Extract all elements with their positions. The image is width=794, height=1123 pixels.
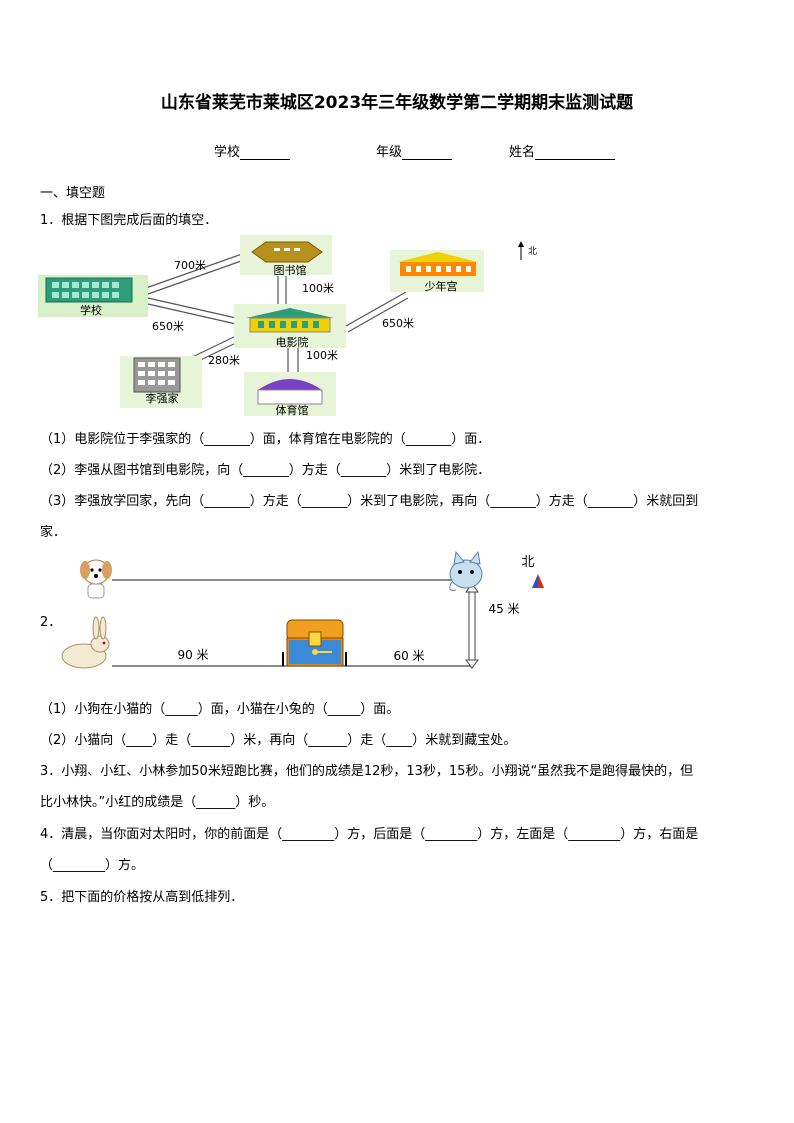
school-label: 学校 bbox=[214, 145, 241, 160]
dist-box-corner: 60 米 bbox=[393, 649, 424, 663]
dist-cinema-youth: 650米 bbox=[382, 317, 414, 330]
grade-label: 年级 bbox=[376, 145, 403, 160]
q1-sub3-line1: （3）李强放学回家，先向（_______）方走（_______）米到了电影院，再… bbox=[40, 494, 699, 509]
dist-lijia-cinema: 280米 bbox=[208, 354, 240, 367]
q2-diagram: 北 90 米 60 米 45 米 bbox=[61, 550, 544, 669]
section-heading: 一、填空题 bbox=[40, 186, 106, 201]
school-label: 学校 bbox=[80, 303, 102, 317]
dist-cinema-gym: 100米 bbox=[306, 349, 338, 362]
gym-label: 体育馆 bbox=[276, 403, 309, 417]
q4-line2: （________）方。 bbox=[40, 858, 145, 873]
map-north-label: 北 bbox=[528, 246, 537, 257]
grade-blank[interactable] bbox=[402, 147, 453, 160]
q4-line1: 4．清晨，当你面对太阳时，你的前面是（________）方，后面是（______… bbox=[40, 827, 699, 842]
treasure-chest-icon bbox=[286, 619, 344, 667]
cat-icon bbox=[449, 550, 483, 591]
dist-cat-corner: 45 米 bbox=[488, 602, 519, 616]
school-field[interactable]: 学校 bbox=[214, 141, 291, 160]
q1-map: 图书馆 学校 少年宫 北 电影院 李强家 bbox=[38, 235, 537, 417]
q3-line1: 3．小翔、小红、小林参加50米短跑比赛，他们的成绩是12秒，13秒，15秒。小翔… bbox=[40, 764, 694, 779]
page-title: 山东省莱芜市莱城区2023年三年级数学第二学期期末监测试题 bbox=[160, 93, 634, 113]
name-field[interactable]: 姓名 bbox=[509, 141, 616, 160]
q5-text: 5．把下面的价格按从高到低排列． bbox=[40, 890, 244, 905]
name-blank[interactable] bbox=[535, 147, 616, 160]
q1-sub3-line2: 家． bbox=[40, 525, 67, 540]
gym-building: 体育馆 bbox=[244, 372, 336, 417]
library-label: 图书馆 bbox=[274, 263, 307, 277]
cinema-label: 电影院 bbox=[276, 335, 309, 349]
north-marker: 北 bbox=[521, 555, 544, 588]
school-building: 学校 bbox=[38, 275, 148, 317]
youth-palace-label: 少年宫 bbox=[425, 279, 458, 293]
dist-school-cinema: 650米 bbox=[152, 320, 184, 333]
q1-sub1: （1）电影院位于李强家的（_______）面，体育馆在电影院的（_______）… bbox=[40, 432, 491, 447]
youth-palace-building: 少年宫 bbox=[390, 250, 484, 293]
q1-sub2: （2）李强从图书馆到电影院，向（_______）方走（_______）米到了电影… bbox=[40, 463, 491, 478]
name-label: 姓名 bbox=[509, 145, 536, 160]
roads bbox=[145, 253, 409, 372]
dog-icon bbox=[80, 559, 112, 599]
lijia-building: 李强家 bbox=[120, 356, 202, 408]
q1-prompt: 1．根据下图完成后面的填空． bbox=[40, 213, 218, 228]
grade-field[interactable]: 年级 bbox=[376, 141, 453, 160]
north-arrow: 北 bbox=[518, 241, 537, 260]
school-blank[interactable] bbox=[240, 147, 291, 160]
rabbit-icon bbox=[61, 616, 110, 669]
q2-north-label: 北 bbox=[521, 555, 534, 570]
q3-line2: 比小林快。”小红的成绩是（______）秒。 bbox=[40, 795, 275, 810]
dist-school-library: 700米 bbox=[174, 259, 206, 272]
lijia-label: 李强家 bbox=[146, 391, 179, 405]
cinema-building: 电影院 bbox=[234, 304, 346, 349]
q2-sub1: （1）小狗在小猫的（_____）面，小猫在小兔的（_____）面。 bbox=[40, 702, 400, 717]
q2-sub2: （2）小猫向（____）走（______）米，再向（______）走（____）… bbox=[40, 733, 517, 748]
vertical-distance-arrow bbox=[465, 583, 479, 669]
dist-library-cinema: 100米 bbox=[302, 282, 334, 295]
dist-rabbit-box: 90 米 bbox=[177, 648, 208, 662]
q2-number: 2． bbox=[40, 615, 62, 630]
library-building: 图书馆 bbox=[240, 235, 332, 277]
